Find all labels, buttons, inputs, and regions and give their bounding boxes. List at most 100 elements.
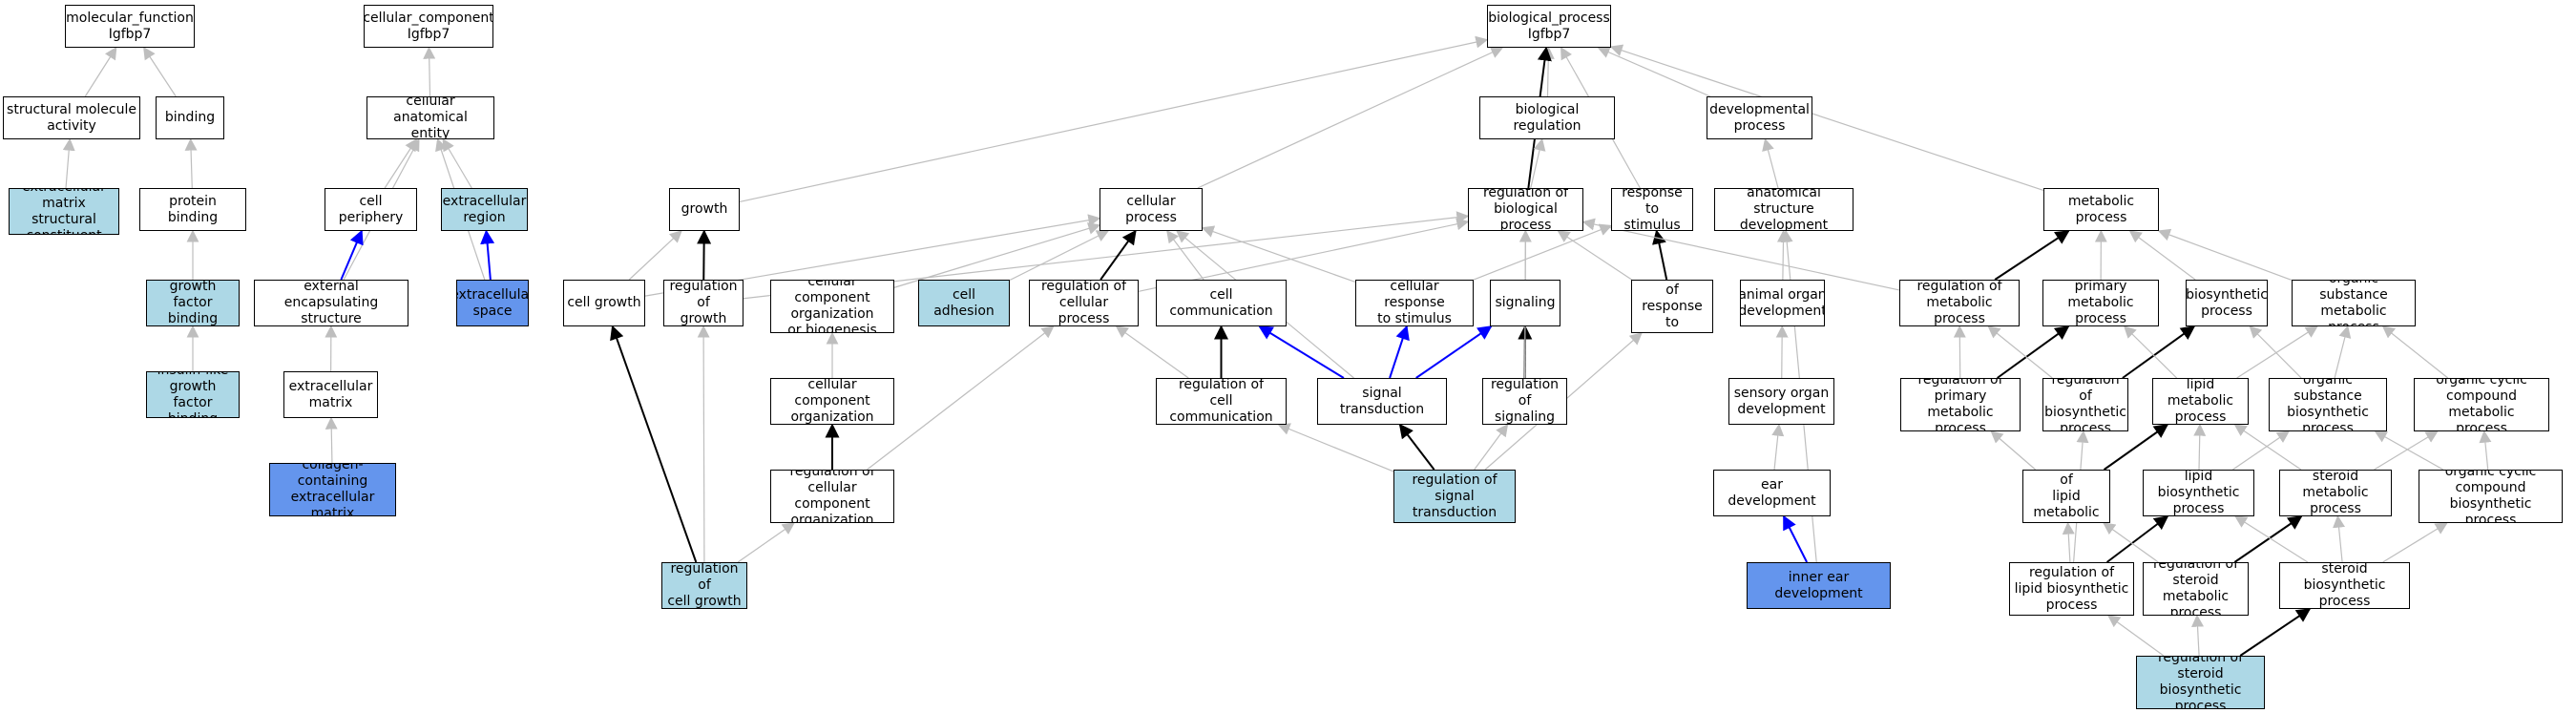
edge-rbp-to-bioreg <box>1530 137 1546 189</box>
go-term-node-cellgrowth: cell growth <box>563 280 645 326</box>
go-term-node-celladh: cell adhesion <box>918 280 1010 326</box>
edge-regsmp-to-reglmp <box>2103 522 2159 563</box>
edge-sigtrans-to-signaling <box>1415 325 1493 379</box>
edge-smp-to-lmp <box>2233 424 2302 471</box>
edge-regrts-to-rbp <box>1557 230 1632 281</box>
go-term-node-regrowth: regulation of growth <box>663 280 743 326</box>
go-term-node-cperiph: cell periphery <box>325 188 417 231</box>
edge-regsbp-to-sbp <box>2239 608 2312 657</box>
edge-exspace-to-exreg <box>480 229 495 281</box>
edge-lmp-to-pmp <box>2123 325 2178 379</box>
edge-osbp-to-biosyn <box>2249 325 2302 379</box>
edge-regrowth-to-growth <box>697 229 712 281</box>
edge-sigtrans-to-cellcomm <box>1258 325 1345 379</box>
edge-devproc-to-bp <box>1597 46 1711 97</box>
go-term-node-lmp: lipid metabolic process <box>2152 378 2249 425</box>
go-term-node-regbp: regulation of biosynthetic process <box>2042 378 2128 431</box>
go-term-node-occbp: organic cyclic compound biosynthetic pro… <box>2419 470 2563 523</box>
edge-regmp-to-metproc <box>1994 230 2070 281</box>
edge-reglbp-to-lbp <box>2105 515 2169 563</box>
edge-occbp-to-occmp <box>2479 430 2492 471</box>
go-term-node-metproc: metabolic process <box>2043 188 2159 231</box>
edge-occmp-to-osmp <box>2381 325 2449 379</box>
go-term-node-sigtrans: signal transduction <box>1317 378 1447 425</box>
go-term-node-asd: anatomical structure development <box>1714 188 1853 231</box>
go-term-node-sma: structural molecule activity <box>3 96 140 139</box>
edge-crs-to-cellproc <box>1201 225 1356 283</box>
edge-asd-to-devproc <box>1762 137 1779 189</box>
edge-regst-to-regsig <box>1474 423 1509 471</box>
go-term-node-binding: binding <box>156 96 224 139</box>
edge-lmp-to-osmp <box>2236 325 2318 379</box>
edge-ied-to-eardev <box>1782 514 1809 563</box>
edge-regcp-to-cellproc <box>1100 229 1137 281</box>
edge-occbp-to-osbp <box>2374 430 2444 471</box>
edge-exreg-to-cae <box>442 137 472 189</box>
edge-cellgrowth-to-growth <box>628 230 682 281</box>
go-term-node-regcco: regulation of cellular component organiz… <box>770 470 894 523</box>
edge-cellproc-to-bp <box>1197 46 1504 189</box>
edge-regcco-to-regcp <box>867 325 1055 471</box>
edge-binding-to-mf <box>143 46 177 97</box>
go-term-node-regcg: regulation of cell growth <box>661 562 747 609</box>
edge-regst-to-regcc <box>1277 423 1394 472</box>
go-term-node-reglmp: regulation of lipid metabolic process <box>2022 470 2110 523</box>
go-term-node-bioreg: biological regulation <box>1479 96 1615 139</box>
go-term-node-eardev: ear development <box>1713 470 1831 516</box>
edge-emsc-to-sma <box>62 137 75 189</box>
go-term-node-regsig: regulation of signaling <box>1482 378 1567 425</box>
go-term-node-signaling: signaling <box>1490 280 1560 326</box>
go-term-node-ied: inner ear development <box>1747 562 1891 609</box>
go-term-node-rbp: regulation of biological process <box>1468 188 1583 231</box>
edge-lbp-to-osbp <box>2232 430 2291 471</box>
edge-cellcomm-to-cellproc <box>1166 229 1204 281</box>
go-term-node-cco: cellular component organization <box>770 378 894 425</box>
edge-reglmp-to-regpmp <box>1990 430 2037 471</box>
edge-osmp-to-metproc <box>2157 228 2293 281</box>
go-term-node-regsmp: regulation of steroid metabolic process <box>2143 562 2249 616</box>
go-term-node-exspace: extracellular space <box>456 280 529 326</box>
edge-metproc-to-bp <box>1609 44 2044 191</box>
edge-biosyn-to-metproc <box>2128 230 2196 281</box>
go-term-node-gfb: growth factor binding <box>146 280 240 326</box>
edge-sbp-to-occbp <box>2382 522 2448 563</box>
edge-regmp-to-rbp <box>1581 218 1900 291</box>
edge-regbp-to-biosyn <box>2122 325 2196 379</box>
edge-regcg-to-cellgrowth <box>610 325 698 563</box>
edge-eardev-to-sod <box>1771 423 1785 471</box>
go-term-node-emsc: extracellular matrix structural constitu… <box>9 188 119 235</box>
go-term-node-mf: molecular_function Igfbp7 <box>65 5 195 48</box>
edge-regsmp-to-smp <box>2233 515 2303 563</box>
go-term-node-exmatrix: extracellular matrix <box>283 371 378 418</box>
go-term-node-ccem: collagen-containing extracellular matrix <box>269 463 396 516</box>
go-term-node-regst: regulation of signal transduction <box>1393 470 1516 523</box>
go-term-node-ccob: cellular component organization or bioge… <box>770 280 894 333</box>
edge-ccem-to-exmatrix <box>325 416 338 464</box>
go-term-node-rts: response to stimulus <box>1611 188 1693 231</box>
go-term-node-regcp: regulation of cellular process <box>1029 280 1139 326</box>
edge-ees-to-cperiph <box>340 229 364 281</box>
edge-regpmp-to-regmp <box>1953 325 1966 379</box>
edge-regcg-to-regrowth <box>697 325 710 563</box>
edge-bioreg-to-bp <box>1541 46 1555 97</box>
go-term-node-cc: cellular_component Igfbp7 <box>364 5 493 48</box>
edge-sbp-to-lbp <box>2234 515 2309 563</box>
edge-regst-to-sigtrans <box>1398 423 1435 471</box>
edge-lbp-to-lmp <box>2193 423 2207 471</box>
go-term-node-protbind: protein binding <box>139 188 246 231</box>
go-term-node-growth: growth <box>669 188 740 231</box>
edge-regsbp-to-regsmp <box>2191 614 2205 657</box>
edge-sigtrans-to-crs <box>1389 325 1410 379</box>
go-term-node-occmp: organic cyclic compound metabolic proces… <box>2414 378 2549 431</box>
go-term-node-devproc: developmental process <box>1707 96 1812 139</box>
edge-crs-to-rts <box>1473 223 1613 281</box>
go-term-node-osmp: organic substance metabolic process <box>2292 280 2416 326</box>
edge-reglbp-to-reglmp <box>2062 521 2075 563</box>
edge-regbp-to-regmp <box>1987 325 2053 379</box>
edge-celladh-to-cellproc <box>1009 230 1110 282</box>
go-term-node-reglbp: regulation of lipid biosynthetic process <box>2009 562 2134 616</box>
go-term-node-regsbp: regulation of steroid biosynthetic proce… <box>2136 656 2265 709</box>
go-term-node-sbp: steroid biosynthetic process <box>2279 562 2410 609</box>
edge-regpmp-to-pmp <box>1997 325 2070 379</box>
